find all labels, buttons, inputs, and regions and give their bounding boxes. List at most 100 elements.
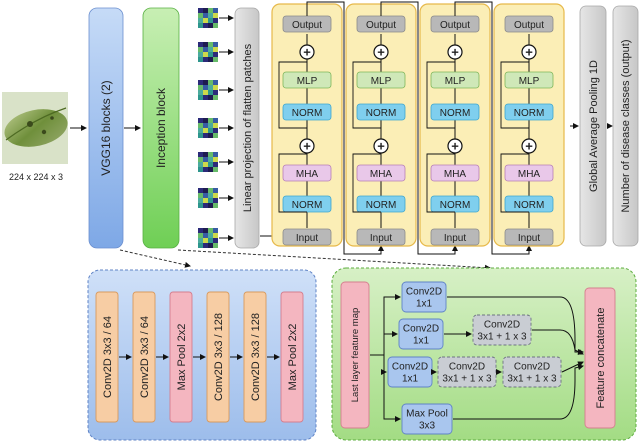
output-box-label: Output — [440, 20, 470, 31]
norm-box-label: NORM — [366, 200, 397, 211]
norm-box-label: NORM — [440, 200, 471, 211]
gap-label: Global Average Pooling 1D — [588, 60, 600, 192]
norm-box-label: NORM — [514, 200, 545, 211]
expand-vgg-line — [119, 249, 191, 268]
feature-map-box — [340, 281, 370, 429]
patch-image — [198, 8, 218, 28]
add-symbol: + — [451, 45, 459, 60]
mlp-box — [430, 71, 480, 89]
input-box-label: Input — [370, 233, 392, 244]
norm-box — [504, 103, 554, 121]
output-box-label: Output — [514, 20, 544, 31]
mlp-box-label: MLP — [519, 76, 540, 87]
add-node — [447, 44, 463, 60]
block-to-block-arrow — [454, 1, 532, 255]
vgg-layer — [132, 291, 156, 423]
inception-connector — [561, 361, 584, 373]
norm-box-label: NORM — [514, 108, 545, 119]
add-symbol: + — [377, 139, 385, 154]
norm-box-label: NORM — [292, 108, 323, 119]
mlp-box — [282, 71, 332, 89]
inception-connector — [453, 364, 584, 420]
output-label: Number of disease classes (output) — [620, 39, 632, 212]
vgg-layer-label: Conv2D 3x3 / 64 — [102, 316, 114, 398]
conv1x1-box — [401, 281, 447, 313]
mlp-box-label: MLP — [371, 76, 392, 87]
residual-connection — [426, 61, 455, 129]
maxpool-box — [401, 403, 453, 435]
vgg-layer-label: Conv2D 3x3 / 128 — [250, 313, 262, 401]
norm-box-label: NORM — [366, 108, 397, 119]
residual-connection — [352, 61, 381, 129]
global-average-pooling: Global Average Pooling 1D — [579, 5, 607, 247]
input-box — [504, 228, 554, 246]
norm-box — [282, 103, 332, 121]
inception-connector — [532, 329, 584, 355]
output-box-label: Output — [292, 20, 322, 31]
patch-image — [198, 152, 218, 172]
input-box-label: Input — [518, 233, 540, 244]
mha-box-label: MHA — [444, 169, 467, 180]
mha-box — [282, 164, 332, 182]
patch-image — [198, 118, 218, 138]
vgg-blocks: VGG16 blocks (2) — [88, 7, 124, 249]
patch-image — [198, 188, 218, 208]
add-node — [521, 138, 537, 154]
add-symbol: + — [377, 45, 385, 60]
mlp-box — [356, 71, 406, 89]
add-symbol: + — [525, 45, 533, 60]
mlp-box — [504, 71, 554, 89]
input-box — [356, 228, 406, 246]
patch-image — [198, 42, 218, 62]
norm-box — [430, 103, 480, 121]
vgg-layer — [243, 291, 267, 423]
input-box-label: Input — [444, 233, 466, 244]
add-node — [373, 44, 389, 60]
feature-concat-label: Feature concatenate — [595, 308, 607, 409]
norm-box — [356, 103, 406, 121]
flatten-patches — [198, 8, 234, 248]
add-symbol: + — [525, 139, 533, 154]
vgg-layer — [169, 291, 193, 423]
input-size-label: 224 x 224 x 3 — [9, 172, 63, 182]
residual-connection — [500, 61, 529, 129]
patch-image — [198, 80, 218, 100]
output-classes: Number of disease classes (output) — [612, 5, 639, 247]
residual-connection — [426, 153, 455, 213]
vgg-layer — [206, 291, 230, 423]
mha-box — [430, 164, 480, 182]
add-node — [373, 138, 389, 154]
output-box — [504, 15, 554, 33]
mha-box-label: MHA — [296, 169, 319, 180]
feature-concat-box — [584, 287, 616, 429]
norm-box-label: NORM — [440, 108, 471, 119]
linear-projection-label: Linear projection of flatten patches — [242, 43, 254, 212]
inception-block: Inception block — [142, 7, 180, 249]
add-node — [447, 138, 463, 154]
block-to-block-arrow — [380, 1, 458, 255]
add-symbol: + — [303, 45, 311, 60]
expand-inception-line — [177, 249, 491, 271]
input-box — [282, 228, 332, 246]
linear-projection: Linear projection of flatten patches — [234, 7, 260, 249]
conv3x3-box — [502, 356, 562, 388]
mha-box-label: MHA — [518, 169, 541, 180]
block-to-block-arrow — [306, 1, 384, 255]
add-symbol: + — [303, 139, 311, 154]
inception-connector — [383, 372, 401, 422]
add-symbol: + — [451, 139, 459, 154]
residual-connection — [278, 153, 307, 213]
conv1x1-box — [398, 318, 444, 350]
mha-box — [504, 164, 554, 182]
